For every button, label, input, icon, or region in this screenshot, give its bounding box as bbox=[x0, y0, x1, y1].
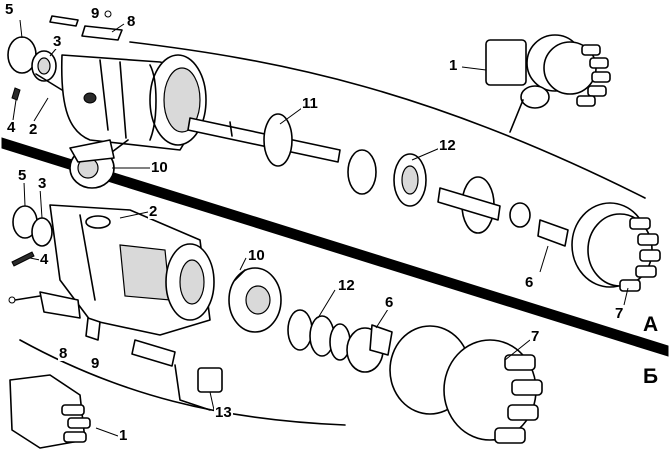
callout-a-12: 12 bbox=[438, 137, 457, 154]
plates-a bbox=[347, 149, 569, 247]
distributor-cap-b bbox=[389, 325, 543, 444]
small-parts-b bbox=[8, 291, 101, 341]
callout-a-8: 8 bbox=[126, 13, 137, 30]
section-label-b: Б bbox=[643, 365, 659, 388]
variant-b-assembly bbox=[8, 204, 543, 449]
callout-b-10: 10 bbox=[247, 247, 266, 264]
housing-b bbox=[49, 204, 215, 336]
callout-right-7: 7 bbox=[614, 305, 625, 322]
callout-a-11: 11 bbox=[301, 95, 319, 112]
callout-b-2: 2 bbox=[148, 203, 159, 220]
callout-a-5: 5 bbox=[4, 1, 15, 18]
callout-a-1: 1 bbox=[448, 57, 459, 74]
section-label-a: А bbox=[643, 313, 659, 336]
leader-lines bbox=[12, 19, 629, 411]
callout-a-9: 9 bbox=[90, 5, 101, 22]
callout-b-13: 13 bbox=[214, 404, 233, 421]
vacuum-unit-a bbox=[69, 139, 129, 189]
assembled-distributor-a bbox=[461, 34, 611, 133]
callout-a-10: 10 bbox=[150, 159, 169, 176]
vacuum-unit-b bbox=[228, 267, 282, 333]
distributor-cap-a bbox=[571, 202, 661, 292]
callout-b-3: 3 bbox=[37, 175, 48, 192]
shaft-a bbox=[187, 113, 341, 167]
callout-a-3: 3 bbox=[52, 33, 63, 50]
cap-assembly-a bbox=[7, 36, 63, 91]
callout-b-1: 1 bbox=[118, 427, 129, 444]
small-parts-a bbox=[11, 10, 123, 101]
plates-b bbox=[287, 309, 351, 361]
divider-bar bbox=[1, 137, 669, 357]
callout-b-9: 9 bbox=[90, 355, 101, 372]
assembled-distributor-b bbox=[9, 374, 119, 449]
wiring-harness-13 bbox=[131, 339, 223, 411]
rotor-b bbox=[346, 324, 393, 373]
callout-b-8: 8 bbox=[58, 345, 69, 362]
housing-a bbox=[60, 54, 207, 151]
variant-a-assembly bbox=[7, 10, 661, 292]
callout-right-6: 6 bbox=[524, 274, 535, 291]
callout-b-12: 12 bbox=[337, 277, 356, 294]
boundary-curve-top bbox=[129, 41, 646, 199]
callout-b-7: 7 bbox=[530, 328, 541, 345]
callout-a-4: 4 bbox=[6, 119, 17, 136]
callout-b-5: 5 bbox=[17, 167, 28, 184]
callout-a-2: 2 bbox=[28, 121, 39, 138]
callout-b-4: 4 bbox=[39, 251, 50, 268]
callout-b-6: 6 bbox=[384, 294, 395, 311]
